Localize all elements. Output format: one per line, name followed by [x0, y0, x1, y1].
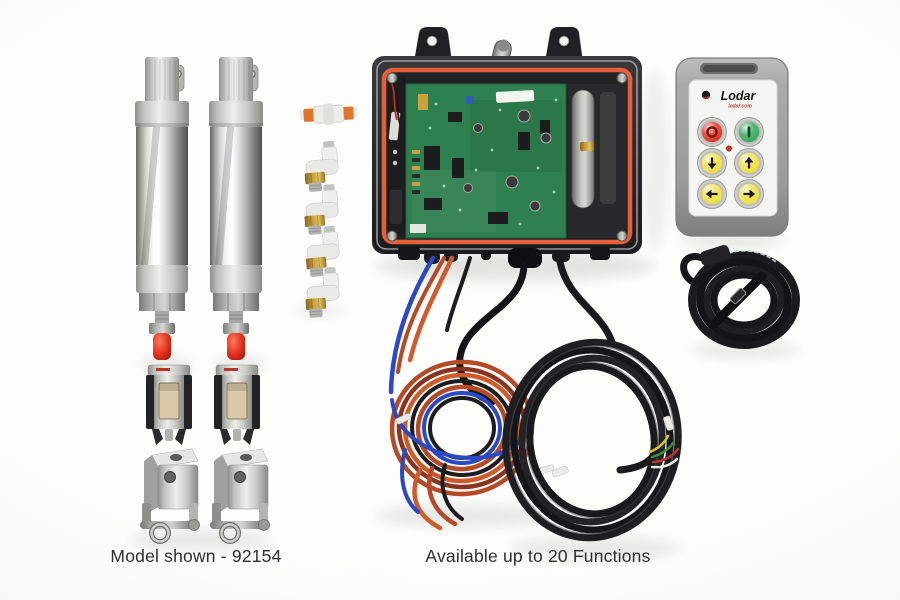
lanyard-clip: [680, 245, 731, 286]
website-text: lodar.com: [728, 104, 752, 110]
pcb-label: [495, 90, 535, 103]
air-cylinder-1: [134, 56, 190, 361]
latch-bracket-1: [145, 364, 193, 446]
zip-tie-1: [395, 413, 412, 425]
circle-outline-icon: [706, 126, 718, 138]
zip-tie-4: [663, 415, 674, 431]
push-fittings: [299, 103, 358, 319]
gasket-seal: [381, 67, 633, 245]
interior-wiring: [388, 76, 406, 236]
stop-button: [697, 117, 727, 147]
vertical-bar-icon: [747, 126, 751, 138]
circuit-board: [405, 83, 567, 239]
clevis-bracket-2: [210, 449, 270, 542]
cable-coil: [502, 338, 682, 542]
elbow-fitting-3: [302, 224, 343, 279]
resistor-row: [412, 150, 420, 194]
start-button: [734, 117, 764, 147]
status-led: [726, 145, 733, 152]
down-button: [697, 148, 727, 178]
latch-bracket-2: [213, 364, 261, 446]
left-button: [697, 179, 727, 209]
up-button: [734, 148, 764, 178]
brand-text: Lodar: [721, 89, 757, 103]
lodar-logo: Lodar lodar.com: [701, 89, 757, 110]
wire-ends: [648, 434, 680, 469]
control-box: [372, 27, 642, 268]
air-cylinder-2: [208, 56, 264, 361]
right-button: [734, 179, 764, 209]
mounting-bracket-left: [414, 27, 452, 62]
clear-lid: [376, 60, 638, 250]
lid-screws: [386, 72, 628, 242]
straight-fitting: [299, 103, 358, 125]
caption-functions: Available up to 20 Functions: [425, 546, 650, 566]
clevis-bracket-1: [140, 449, 200, 542]
zip-tie-3: [551, 465, 569, 478]
caption-model: Model shown - 92154: [110, 546, 281, 566]
lanyard: [680, 245, 800, 349]
remote-control: Lodar lodar.com: [675, 57, 789, 237]
sma-connector: [580, 142, 594, 151]
mounting-bracket-right: [545, 27, 583, 62]
antenna-tube: [568, 84, 626, 238]
elbow-fitting-1: [301, 140, 341, 193]
